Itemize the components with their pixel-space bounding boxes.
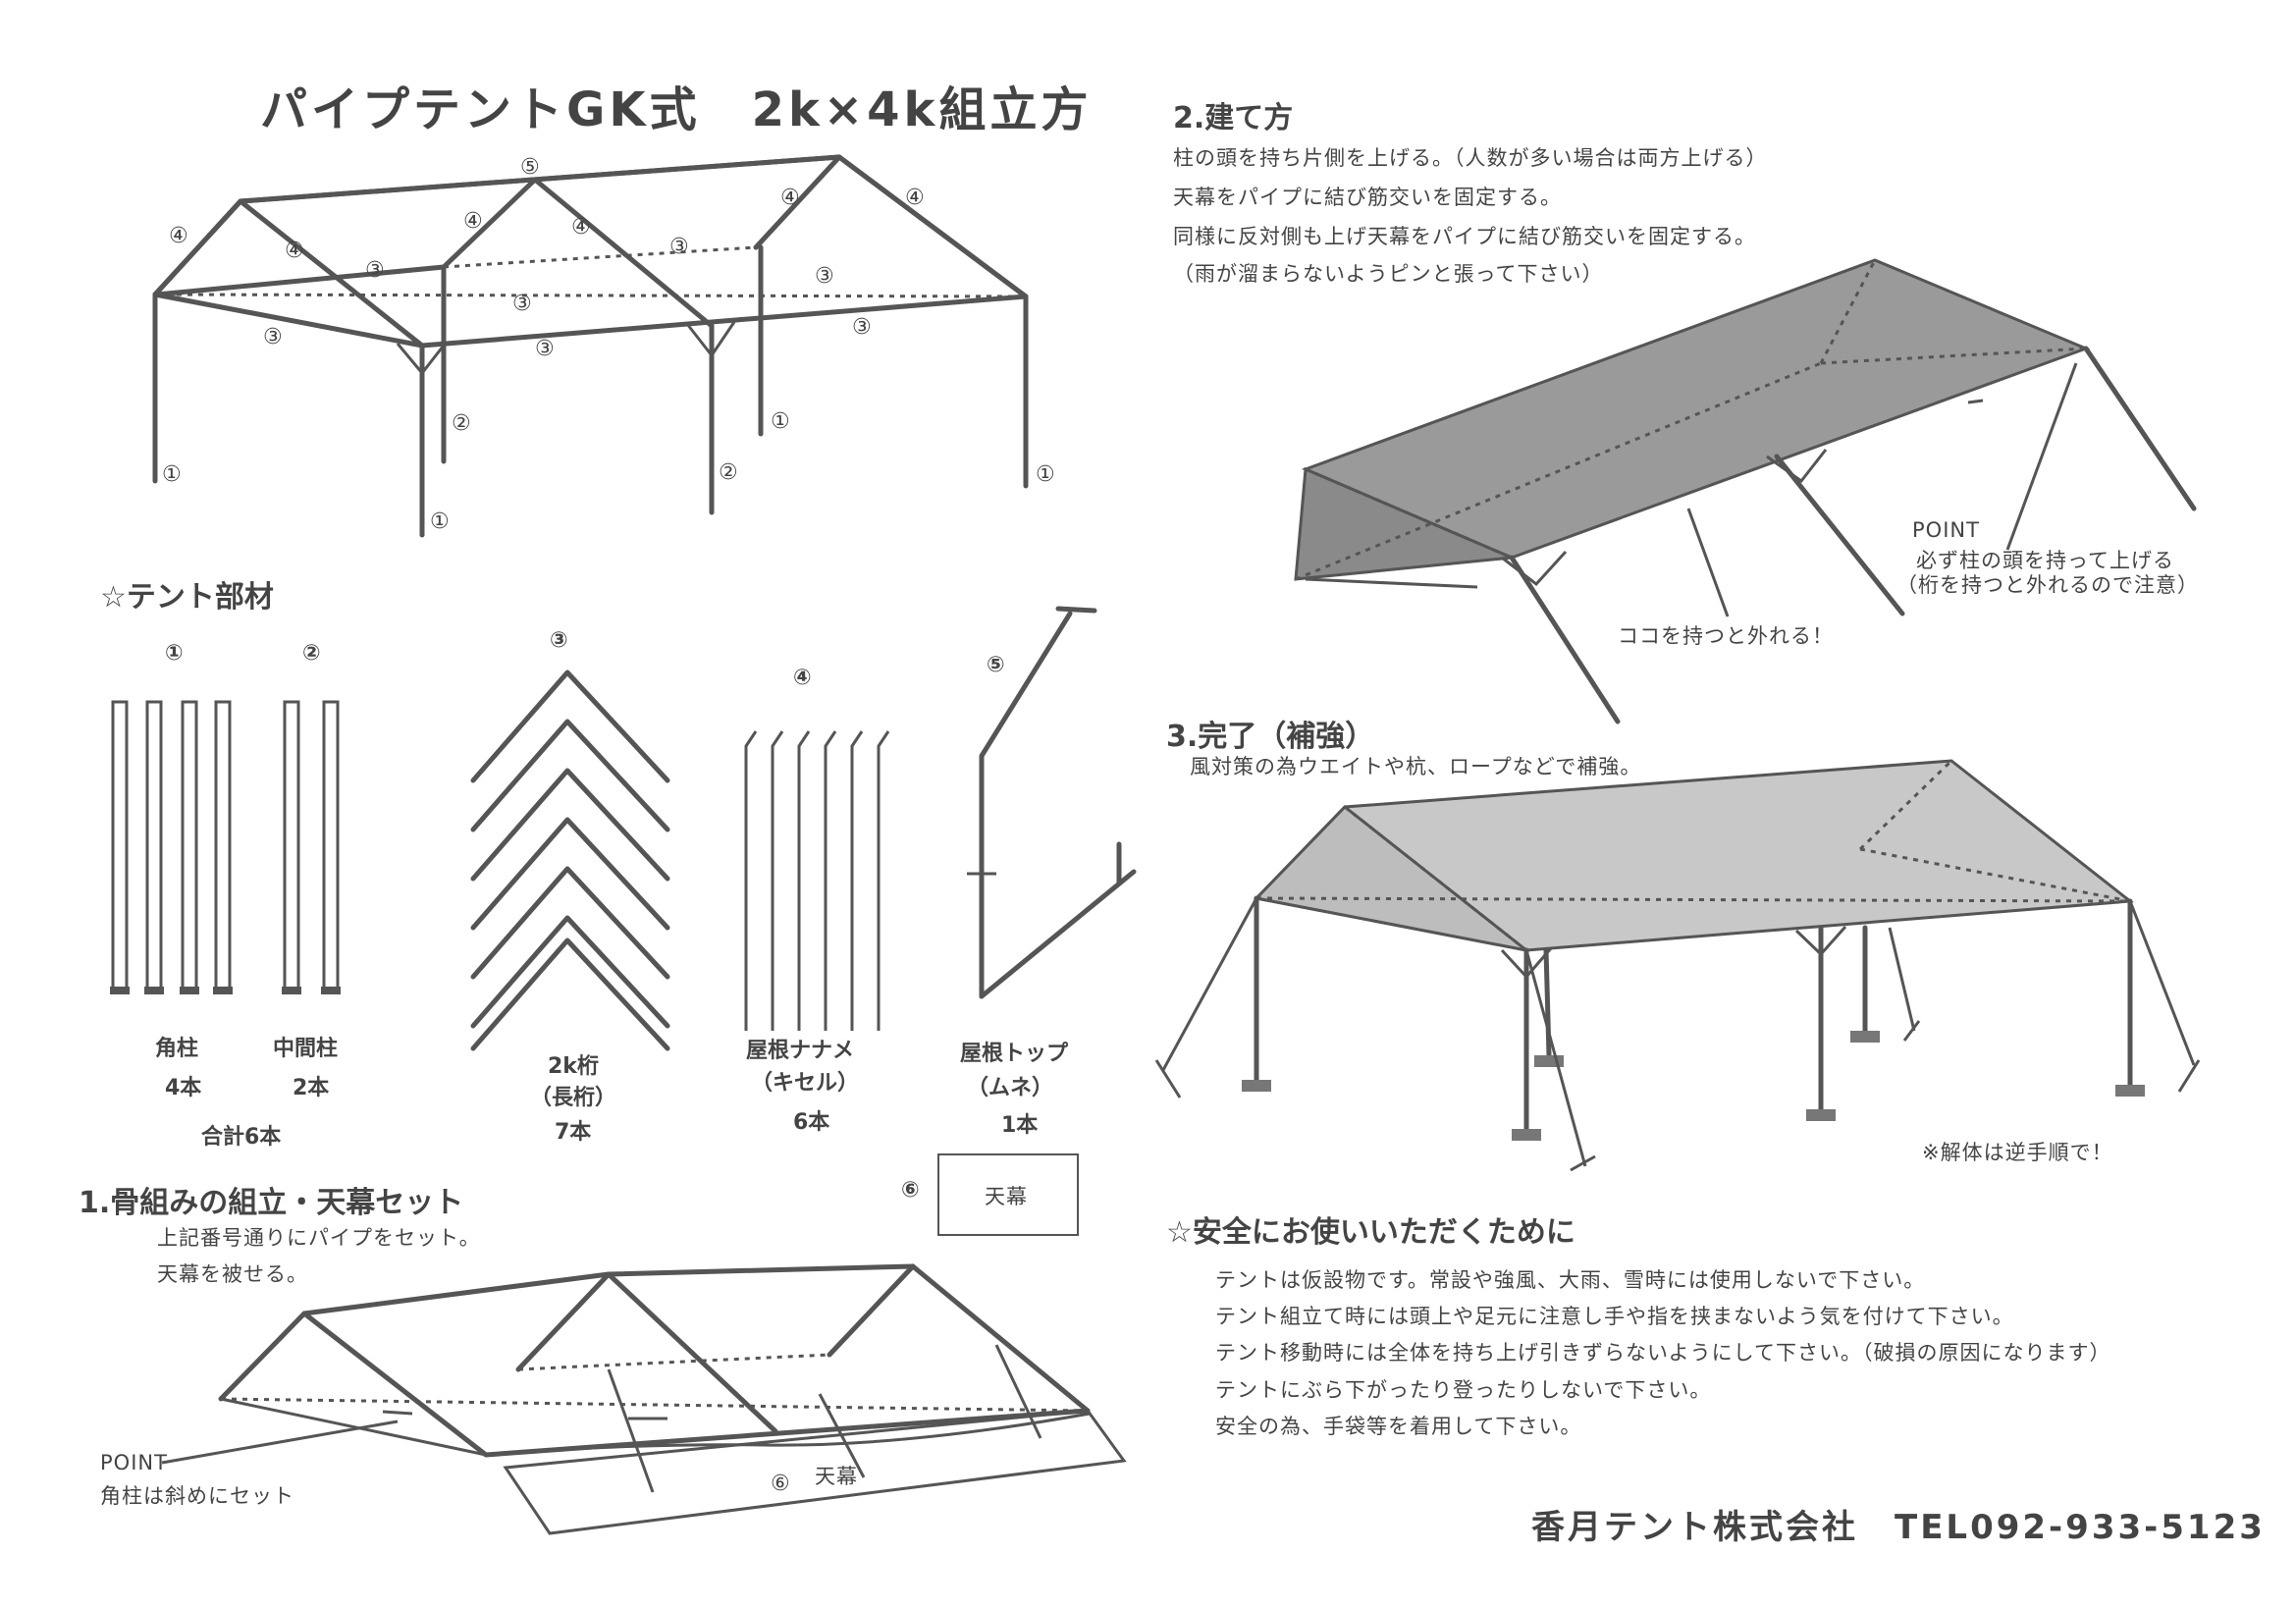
svg-text:③: ③ [669,235,689,259]
part-1-name: 角柱 [155,1037,199,1061]
step3-heading: 3.完了（補強） [1166,720,1375,754]
svg-text:③: ③ [263,325,283,349]
part-1-count: 4本 [165,1076,202,1100]
part-4-name: 屋根ナナメ [746,1039,855,1063]
step1-canopy-label: 天幕 [815,1465,858,1488]
ridge-icon [967,606,1137,999]
svg-text:①: ① [162,462,182,487]
part-5-count: 1本 [1001,1113,1039,1138]
svg-text:③: ③ [852,315,872,340]
step2-point-line-1: 必ず柱の頭を持って上げる [1916,549,2174,572]
corner-posts-icon [110,700,233,994]
svg-text:④: ④ [905,186,925,210]
step3-line: 風対策の為ウエイトや杭、ロープなどで補強。 [1190,755,1642,778]
safety-line-1: テントは仮設物です。常設や強風、大雨、雪時には使用しないで下さい。 [1215,1268,1926,1292]
parts-illustration [110,606,1137,1051]
parts-total: 合計6本 [201,1125,282,1150]
beams-icon [470,670,670,1051]
part-2-count: 2本 [293,1076,330,1100]
step2-warning: ココを持つと外れる！ [1618,624,1834,648]
svg-text:②: ② [452,411,471,436]
step1-point-text: 角柱は斜めにセット [100,1484,294,1508]
part-2-name: 中間柱 [273,1037,339,1061]
svg-text:④: ④ [463,209,483,234]
frame-label-5: ⑤ [520,155,540,180]
middle-posts-icon [282,700,341,994]
svg-text:③: ③ [512,292,532,316]
roof-slants-icon [744,730,890,1031]
svg-text:①: ① [771,409,790,434]
canopy-number: ⑥ [901,1178,920,1203]
step2-line-2: 天幕をパイプに結び筋交いを固定する。 [1173,186,1562,209]
step1-line-1: 上記番号通りにパイプをセット。 [157,1226,481,1250]
safety-line-5: 安全の為、手袋等を着用して下さい。 [1215,1415,1582,1438]
step1-drawing: ⑥ [161,1263,1127,1535]
step2-line-1: 柱の頭を持ち片側を上げる。（人数が多い場合は両方上げる） [1173,146,1768,170]
step2-line-3: 同様に反対側も上げ天幕をパイプに結び筋交いを固定する。 [1173,225,1756,248]
step2-point: POINT [1912,518,1980,542]
svg-text:②: ② [719,460,738,485]
safety-heading: ☆安全にお使いいただくために [1166,1215,1575,1250]
part-4-count: 6本 [793,1110,830,1135]
part-1-number: ① [165,641,184,666]
part-3-sub: （長桁） [530,1086,617,1110]
step3-note: ※解体は逆手順で！ [1922,1141,2113,1164]
frame-diagram: ⑤ ④ ④ ④ ④ ④ ④ ③ ③ ③ ③ ③ ③ ③ ② ② ① ① ① ① [152,154,1055,538]
part-4-sub: （キセル） [751,1071,860,1096]
part-5-sub: （ムネ） [967,1076,1054,1100]
page-title: パイプテントGK式 2k×4k組立方 [260,82,1093,137]
part-5-number: ⑤ [987,653,1005,677]
svg-text:①: ① [1036,462,1055,487]
part-3-number: ③ [550,628,568,653]
step2-drawing [1294,258,2197,724]
step2-line-4: （雨が溜まらないようピンと張って下さい） [1173,262,1604,286]
svg-text:③: ③ [365,258,385,283]
canopy-box [937,1153,1079,1236]
svg-text:④: ④ [571,215,591,240]
svg-text:④: ④ [780,186,800,210]
part-3-name: 2k桁 [548,1054,599,1079]
svg-text:③: ③ [815,264,834,289]
safety-line-4: テントにぶら下がったり登ったりしないで下さい。 [1215,1378,1712,1402]
svg-text:⑥: ⑥ [771,1472,790,1496]
safety-line-3: テント移動時には全体を持ち上げ引きずらないようにして下さい。（破損の原因になりま… [1215,1341,2111,1365]
svg-text:④: ④ [169,224,188,248]
part-5-name: 屋根トップ [960,1042,1069,1066]
step1-point: POINT [100,1451,168,1474]
step1-heading: 1.骨組みの組立・天幕セット [79,1186,464,1220]
step2-point-line-2: （桁を持つと外れるので注意） [1896,573,2199,597]
parts-heading: ☆テント部材 [100,580,274,615]
safety-line-2: テント組立て時には頭上や足元に注意し手や指を挟まないよう気を付けて下さい。 [1215,1305,2014,1328]
company-footer: 香月テント株式会社 TEL092-933-5123 [1531,1508,2266,1547]
part-4-number: ④ [793,666,812,690]
svg-text:③: ③ [535,337,555,361]
canopy-name: 天幕 [985,1185,1028,1208]
svg-text:④: ④ [285,239,304,263]
svg-text:①: ① [430,509,450,534]
step2-heading: 2.建て方 [1173,101,1294,135]
part-3-count: 7本 [555,1120,592,1145]
step3-drawing [1154,759,2201,1172]
step1-line-2: 天幕を被せる。 [157,1262,308,1286]
part-2-number: ② [302,641,321,666]
